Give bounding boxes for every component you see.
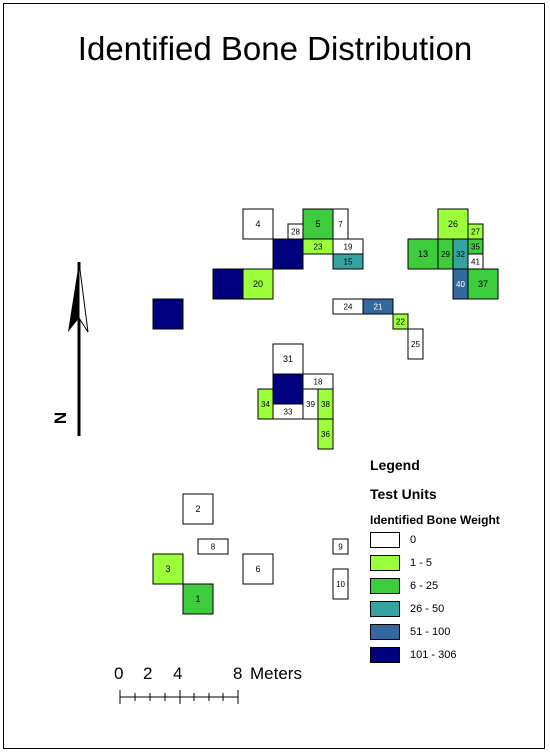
test-unit	[212, 268, 244, 300]
test-unit-label: 3	[165, 564, 170, 574]
test-unit-label: 19	[344, 243, 353, 252]
legend-subheading: Test Units	[370, 486, 437, 502]
test-unit	[317, 418, 334, 450]
test-unit-label: 37	[478, 279, 488, 289]
test-unit-label: 24	[344, 303, 353, 312]
legend-label: 101 - 306	[410, 649, 457, 661]
test-unit-label: 8	[211, 543, 216, 552]
legend-label: 6 - 25	[410, 580, 439, 592]
legend-item-5: 101 - 306	[370, 646, 456, 664]
test-unit	[152, 553, 184, 585]
test-unit	[272, 343, 304, 375]
test-unit	[407, 238, 439, 270]
test-unit-label: 25	[411, 340, 420, 349]
test-unit-label: 35	[471, 243, 480, 252]
legend-item-3: 26 - 50	[370, 600, 444, 618]
test-unit-label: 29	[441, 250, 450, 259]
test-unit-label: 9	[338, 543, 343, 552]
test-unit	[272, 373, 304, 405]
test-unit-label: 40	[456, 280, 465, 289]
north-arrow-head-right-icon	[78, 261, 89, 333]
scale-tick-label: 2	[143, 664, 153, 683]
test-unit-label: 1	[195, 594, 200, 604]
test-unit-label: 31	[283, 354, 293, 364]
test-unit-label: 15	[344, 258, 353, 267]
scale-bar	[119, 690, 239, 704]
test-unit-label: 2	[195, 504, 200, 514]
test-unit-label: 22	[396, 318, 405, 327]
legend-swatch	[370, 532, 400, 548]
test-unit	[407, 328, 424, 360]
test-unit	[392, 313, 409, 330]
north-label: N	[51, 411, 71, 425]
test-unit-label: 38	[321, 400, 330, 409]
test-unit	[197, 538, 229, 555]
test-unit-label: 34	[261, 400, 270, 409]
test-unit-label: 23	[314, 243, 323, 252]
scale-unit-label: Meters	[250, 664, 302, 683]
legend-swatch	[370, 624, 400, 640]
legend-swatch	[370, 578, 400, 594]
legend-swatch	[370, 601, 400, 617]
test-unit	[242, 553, 274, 585]
test-unit	[332, 568, 349, 600]
test-unit-label: 32	[456, 250, 465, 259]
legend-label: 0	[410, 534, 417, 546]
test-unit	[272, 238, 304, 270]
legend-label: 51 - 100	[410, 626, 451, 638]
test-unit-label: 6	[255, 564, 260, 574]
test-unit-label: 20	[253, 279, 263, 289]
legend-item-4: 51 - 100	[370, 623, 450, 641]
test-unit-label: 26	[448, 219, 458, 229]
test-unit-label: 7	[338, 220, 343, 229]
legend-label: 26 - 50	[410, 603, 445, 615]
legend-swatch	[370, 647, 400, 663]
test-unit	[152, 298, 184, 330]
test-unit	[362, 298, 394, 315]
test-unit	[332, 538, 349, 555]
test-unit-label: 28	[291, 228, 300, 237]
north-arrow	[68, 261, 89, 436]
map-frame	[3, 3, 545, 749]
scale-tick-label: 4	[173, 664, 183, 683]
legend-heading: Legend	[370, 457, 420, 473]
test-unit-label: 18	[314, 378, 323, 387]
test-unit	[467, 268, 499, 300]
test-unit	[302, 208, 334, 240]
legend-label: 1 - 5	[410, 557, 433, 569]
test-unit	[332, 253, 364, 270]
legend-item-0: 0	[370, 531, 416, 549]
map-title: Identified Bone Distribution	[77, 30, 473, 67]
legend-swatch	[370, 555, 400, 571]
test-unit	[242, 208, 274, 240]
test-unit-label: 33	[284, 408, 293, 417]
test-unit-label: 4	[255, 219, 260, 229]
legend-field: Identified Bone Weight	[370, 513, 500, 527]
test-unit-label: 10	[336, 580, 345, 589]
test-unit-label: 21	[374, 303, 383, 312]
test-unit	[182, 583, 214, 615]
legend-item-2: 6 - 25	[370, 577, 438, 595]
test-unit	[437, 208, 469, 240]
test-unit-label: 5	[315, 219, 320, 229]
legend-item-1: 1 - 5	[370, 554, 432, 572]
test-unit-label: 36	[321, 430, 330, 439]
test-unit	[182, 493, 214, 525]
test-unit-label: 13	[418, 249, 428, 259]
scale-tick-label: 0	[114, 664, 124, 683]
test-unit-label: 39	[306, 400, 315, 409]
test-unit	[242, 268, 274, 300]
scale-tick-label: 8	[233, 664, 243, 683]
north-arrow-head-icon	[68, 262, 79, 332]
test-unit-label: 41	[471, 258, 480, 267]
test-unit-label: 27	[471, 228, 480, 237]
